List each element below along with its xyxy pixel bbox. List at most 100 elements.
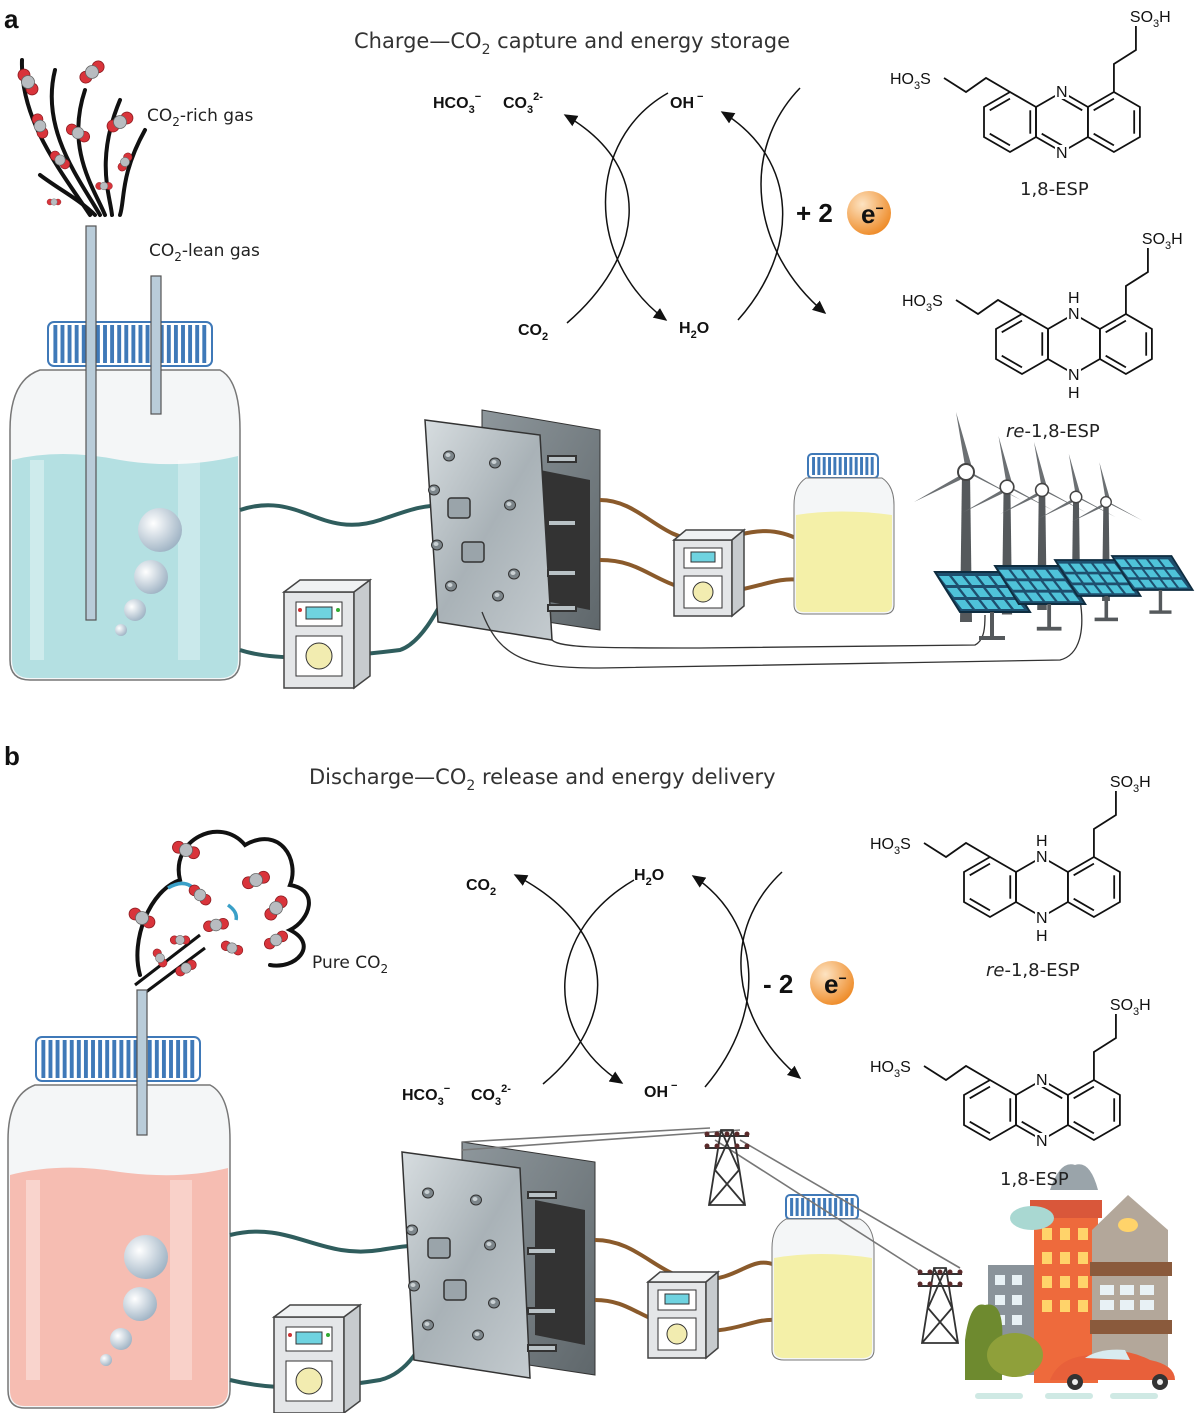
co2-molecule-icon [49,150,71,170]
panel-a-letter: a [4,4,19,34]
cap-stripe [865,457,869,475]
bolt-icon [504,499,516,511]
cap-stripe [48,1040,53,1078]
water-label: H2O [679,320,709,341]
cap-stripe [53,325,58,363]
cap-stripe [860,457,863,475]
solar-panel-icon [993,565,1087,631]
bubble [134,560,168,594]
nitrogen-atom: N [1068,306,1080,323]
bolt-icon [408,1280,420,1292]
cap-stripe [176,1040,181,1078]
ring [995,312,1049,376]
transmission-tower-icon [917,1267,963,1344]
arrow-oh-to-h2o [691,875,750,1088]
cap-stripe [91,1040,95,1078]
cap-stripe [112,1040,117,1078]
ring [1087,90,1141,154]
electrolyte-pump-a [671,528,747,618]
bolt-icon [422,1187,434,1199]
cap-stripe [190,1040,195,1078]
capture-solution [12,454,238,678]
cap-stripe [834,1198,838,1216]
sulfonic-acid-group: SO3H [1110,997,1151,1018]
electrochemical-cell-b [401,1141,596,1379]
co2-molecule-icon [95,181,113,191]
panel-b-letter: b [4,741,20,771]
cap-stripe [854,457,858,475]
bolt-icon [445,580,457,592]
bolt-icon [422,1319,434,1331]
electron-symbol: e− [824,969,847,999]
electrolyte-pump-b [645,1270,721,1360]
cap-stripe [126,1040,131,1078]
panel-b: b Discharge—CO2 release and energy deliv… [4,741,1175,1413]
bolt-icon [428,484,440,496]
co2-molecule-icon [188,884,212,906]
cap-stripe [69,1040,74,1078]
cap-stripe [74,325,79,363]
bicarbonate-label: HCO3− [402,1083,450,1108]
co2-molecule-icon [17,68,39,96]
release-jar [7,989,231,1409]
cap-stripe [790,1198,794,1216]
bolt-icon [484,1239,496,1251]
peristaltic-pump-a [281,578,373,690]
panel-a-title: Charge—CO2 capture and energy storage [354,29,790,58]
electron-icon [847,191,891,235]
ring [1015,855,1069,919]
co2-molecules-pure [128,840,288,977]
gas-outlet-tube [150,275,162,415]
release-solution [10,1167,228,1406]
reaction-cycle-a: HCO3− CO32- OH− CO2 H2O + 2 e− [433,87,891,343]
ring [1099,312,1153,376]
bolt-icon [443,450,455,462]
cap-stripe [95,325,100,363]
cap-stripe [850,1198,854,1216]
car-icon [1050,1351,1175,1380]
reaction-cycle-b: CO2 H2O HCO3− CO32- OH− - 2 e− [402,867,854,1108]
cap-stripe [62,1040,67,1078]
city-buildings [965,1164,1175,1399]
cap-stripe [801,1198,805,1216]
cap-stripe [159,325,164,363]
cap-stripe [812,1198,816,1216]
panel-a: a Charge—CO2 capture and energy storage … [4,4,1195,690]
bubble [123,1287,157,1321]
cap-stripe [76,1040,81,1078]
cap-stripe [795,1198,799,1216]
gas-release-streams [134,933,206,997]
cap-stripe [833,457,837,475]
bubble [100,1354,112,1366]
molecule-name-1-8-esp: 1,8-ESP [1000,1169,1069,1190]
cap-stripe [98,1040,103,1078]
hydrogen-atom: H [1068,385,1080,402]
cap-stripe [828,457,831,475]
orange-building [1034,1215,1098,1383]
arrow-h2o-to-oh [564,879,635,1084]
cap-stripe [119,1040,124,1078]
co2-molecules-rich [17,60,134,206]
bolt-icon [470,1194,482,1206]
bolt-icon [406,1224,418,1236]
arrow-h2o-to-oh [720,111,784,321]
sulfonic-acid-group: SO3H [1142,231,1183,252]
nitrogen-atom: N [1036,1072,1048,1089]
cap-stripe [83,1040,88,1078]
arrow-co2-to-carbonate [563,114,630,324]
cap-stripe [105,1040,110,1078]
co2-rich-gas-label: CO2-rich gas [147,106,253,129]
cap-stripe [195,325,200,363]
bubble [138,508,182,552]
carbonate-label: CO32- [471,1083,511,1108]
co2-molecule-icon [152,948,168,968]
bolt-icon [488,1297,500,1309]
co2-molecule-icon [172,840,200,860]
hydrogen-atom: H [1036,833,1048,850]
bolt-icon [489,457,501,469]
arrow-esp-reduction [760,87,827,314]
co2-lean-gas-label: CO2-lean gas [149,241,260,264]
co2-molecule-icon [79,60,105,84]
